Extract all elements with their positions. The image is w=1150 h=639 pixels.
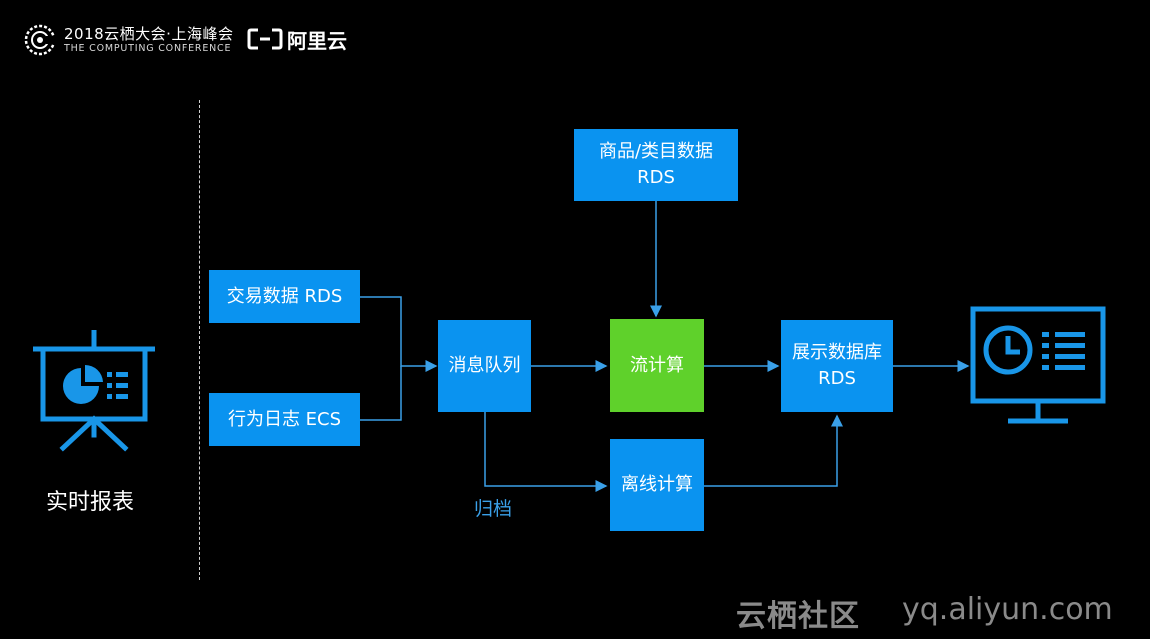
node-message-queue: 消息队列	[438, 320, 531, 412]
edge-trade-to-queue	[360, 296, 438, 372]
conference-subtitle: THE COMPUTING CONFERENCE	[64, 43, 232, 54]
node-stream-compute: 流计算	[610, 319, 704, 412]
edge-log-to-queue	[360, 366, 402, 421]
node-product-rds: 商品/类目数据 RDS	[574, 129, 738, 201]
aliyun-logo-icon	[247, 28, 283, 50]
section-divider	[199, 100, 200, 580]
conference-logo-icon	[24, 24, 58, 56]
monitor-dashboard-icon	[970, 306, 1106, 424]
presentation-board-icon	[33, 330, 155, 452]
conference-title: 2018云栖大会·上海峰会	[64, 25, 234, 43]
node-offline-compute: 离线计算	[610, 439, 704, 531]
edge-label-archive: 归档	[474, 498, 513, 520]
brand-name: 阿里云	[287, 29, 347, 53]
watermark-site-name: 云栖社区	[736, 599, 860, 634]
report-label: 实时报表	[46, 490, 135, 515]
node-display-rds: 展示数据库 RDS	[781, 320, 893, 412]
node-behavior-log: 行为日志 ECS	[209, 393, 360, 446]
watermark-url: yq.aliyun.com	[902, 592, 1113, 627]
node-trade-rds: 交易数据 RDS	[209, 270, 360, 323]
edge-offline-to-display	[704, 414, 843, 487]
edge-queue-to-offline	[484, 412, 608, 492]
